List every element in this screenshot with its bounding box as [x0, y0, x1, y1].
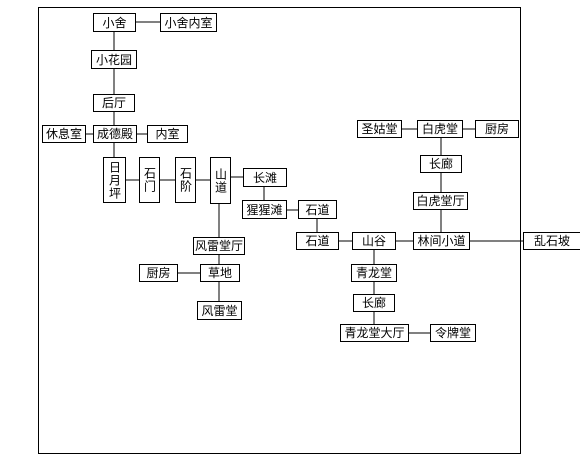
node-shimen: 石门: [139, 157, 160, 203]
node-qinglongtangdating: 青龙堂大厅: [340, 324, 409, 342]
node-riyueping: 日月坪: [103, 157, 126, 203]
node-chengdedian: 成德殿: [93, 125, 137, 143]
node-neishi: 内室: [147, 125, 188, 143]
node-changlang-lower: 长廊: [353, 294, 395, 312]
node-shengguitang: 圣姑堂: [357, 120, 402, 138]
node-caodi: 草地: [200, 264, 240, 282]
diagram-frame: [38, 7, 521, 454]
node-fengleitangting: 风雷堂厅: [193, 237, 245, 255]
node-shijie: 石阶: [175, 157, 196, 203]
node-shidao-lower: 石道: [296, 232, 339, 250]
node-xiaoshe-neishi: 小舍内室: [160, 13, 217, 32]
node-xiaoshe: 小舍: [93, 13, 136, 32]
node-changlang-upper: 长廊: [420, 155, 462, 173]
node-linjianxiaodao: 林间小道: [413, 232, 470, 250]
node-baihutangting: 白虎堂厅: [413, 192, 468, 210]
node-xiaohuayuan: 小花园: [91, 50, 137, 69]
node-shandao: 山道: [210, 157, 231, 204]
node-changtan: 长滩: [243, 168, 287, 187]
node-shangu: 山谷: [352, 232, 396, 250]
node-shidao-upper: 石道: [298, 200, 337, 219]
node-chufang-right: 厨房: [475, 120, 519, 138]
node-chufang-left: 厨房: [139, 264, 178, 282]
node-luanshipo: 乱石坡: [523, 232, 580, 250]
node-xingxingtan: 猩猩滩: [242, 200, 287, 219]
node-xiuxishi: 休息室: [42, 125, 86, 143]
node-qinglongtang: 青龙堂: [351, 264, 397, 282]
node-linpaitang: 令牌堂: [430, 324, 476, 342]
node-baihutang: 白虎堂: [417, 120, 463, 138]
node-houting: 后厅: [93, 94, 135, 112]
node-fengleitang: 风雷堂: [197, 301, 242, 320]
